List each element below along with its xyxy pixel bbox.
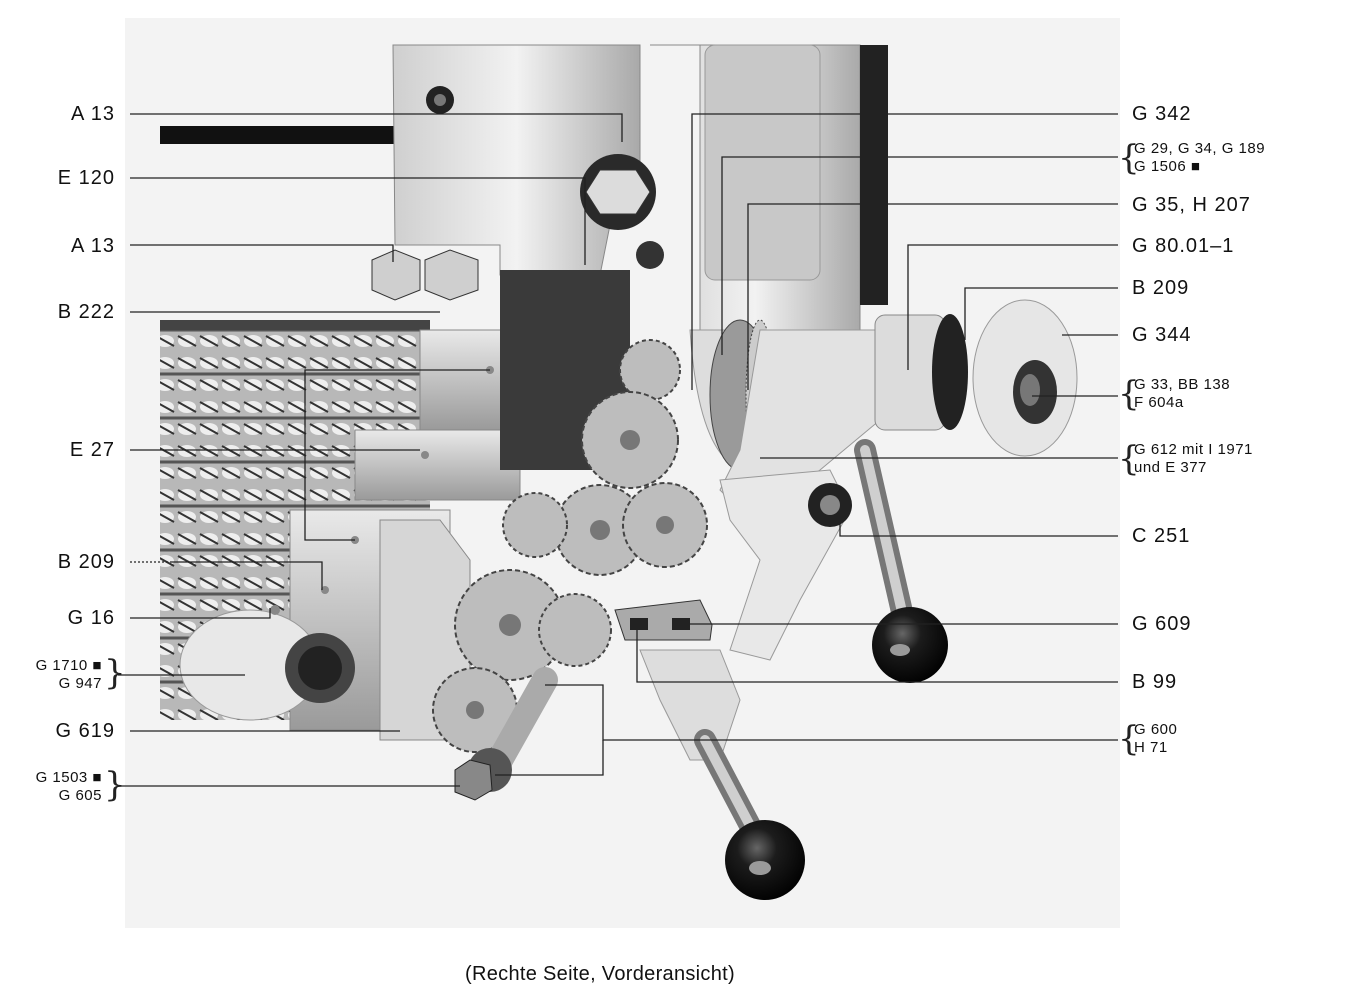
label-g33-line1: G 33, BB 138 xyxy=(1134,376,1231,393)
hex-nut-right xyxy=(424,249,479,301)
leader-a13-top xyxy=(130,113,623,142)
label-g609: G 609 xyxy=(1132,613,1192,635)
label-e27: E 27 xyxy=(69,439,115,461)
block-upper xyxy=(419,329,511,431)
leader-a13-mid xyxy=(130,244,394,262)
hex-g1503 xyxy=(454,759,493,801)
label-g947: G 947 xyxy=(58,675,102,692)
leader-g600 xyxy=(545,684,1118,741)
brace-g1710: } xyxy=(104,653,126,693)
block-mid xyxy=(354,429,521,501)
leader-b222-inner xyxy=(304,369,490,541)
hex-nut-left xyxy=(371,249,421,301)
label-group-g1503: G 1503 ■ G 605 xyxy=(20,769,102,805)
label-g600-line2: H 71 xyxy=(1134,739,1168,756)
leader-lines xyxy=(118,113,1118,787)
brace-g612: { xyxy=(1118,439,1140,479)
brace-g33: { xyxy=(1118,374,1140,414)
brace-g600: { xyxy=(1118,719,1140,759)
label-g612-line1: G 612 mit I 1971 xyxy=(1134,441,1253,458)
leader-g16 xyxy=(130,608,271,619)
label-g619: G 619 xyxy=(55,720,115,742)
figure-caption: (Rechte Seite, Vorderansicht) xyxy=(465,963,735,985)
label-c251: C 251 xyxy=(1132,525,1191,547)
label-group-g600: G 600 H 71 xyxy=(1134,721,1177,757)
label-g600-line1: G 600 xyxy=(1134,721,1178,738)
small-lever xyxy=(487,667,558,773)
label-g344: G 344 xyxy=(1132,324,1192,346)
label-e120: E 120 xyxy=(57,167,115,189)
top-rod xyxy=(160,126,400,144)
leader-g35 xyxy=(747,203,1118,390)
label-g16: G 16 xyxy=(67,607,115,629)
right-post xyxy=(860,45,888,305)
label-g29-line1: G 29, G 34, G 189 xyxy=(1134,140,1266,157)
leader-b99 xyxy=(636,625,1118,683)
label-g29-line2: G 1506 ■ xyxy=(1134,158,1201,175)
leader-g342 xyxy=(691,113,1118,390)
brace-g1503: } xyxy=(104,765,126,805)
label-group-g1710: G 1710 ■ G 947 xyxy=(20,657,102,693)
label-g342: G 342 xyxy=(1132,103,1192,125)
leader-b209-right xyxy=(964,287,1118,340)
label-a13-top: A 13 xyxy=(70,103,115,125)
leader-g600-b xyxy=(495,740,604,776)
label-g1503: G 1503 ■ xyxy=(35,769,102,786)
label-g605: G 605 xyxy=(58,787,102,804)
leader-b209-left-2 xyxy=(170,561,323,590)
leader-g80 xyxy=(907,244,1118,370)
label-g33-line2: F 604a xyxy=(1134,394,1184,411)
ball-knob-right xyxy=(872,607,948,683)
label-a13-mid: A 13 xyxy=(70,235,115,257)
label-g1710: G 1710 ■ xyxy=(35,657,102,674)
label-group-g612: G 612 mit I 1971 und E 377 xyxy=(1134,441,1253,477)
ball-knob-lower xyxy=(725,820,805,900)
label-b209-right: B 209 xyxy=(1132,277,1190,299)
leader-c251 xyxy=(839,510,1118,537)
label-group-g29: G 29, G 34, G 189 G 1506 ■ xyxy=(1134,140,1265,176)
brace-g29: { xyxy=(1118,138,1140,178)
leader-g29 xyxy=(721,156,1118,355)
ring-b209 xyxy=(932,314,968,430)
label-b222: B 222 xyxy=(57,301,115,323)
label-g35: G 35, H 207 xyxy=(1132,194,1251,216)
label-g80: G 80.01–1 xyxy=(1132,235,1235,257)
label-b209-left: B 209 xyxy=(57,551,115,573)
label-group-g33: G 33, BB 138 F 604a xyxy=(1134,376,1230,412)
leader-e120 xyxy=(130,177,586,265)
label-b99: B 99 xyxy=(1132,671,1178,693)
label-g612-line2: und E 377 xyxy=(1134,459,1207,476)
